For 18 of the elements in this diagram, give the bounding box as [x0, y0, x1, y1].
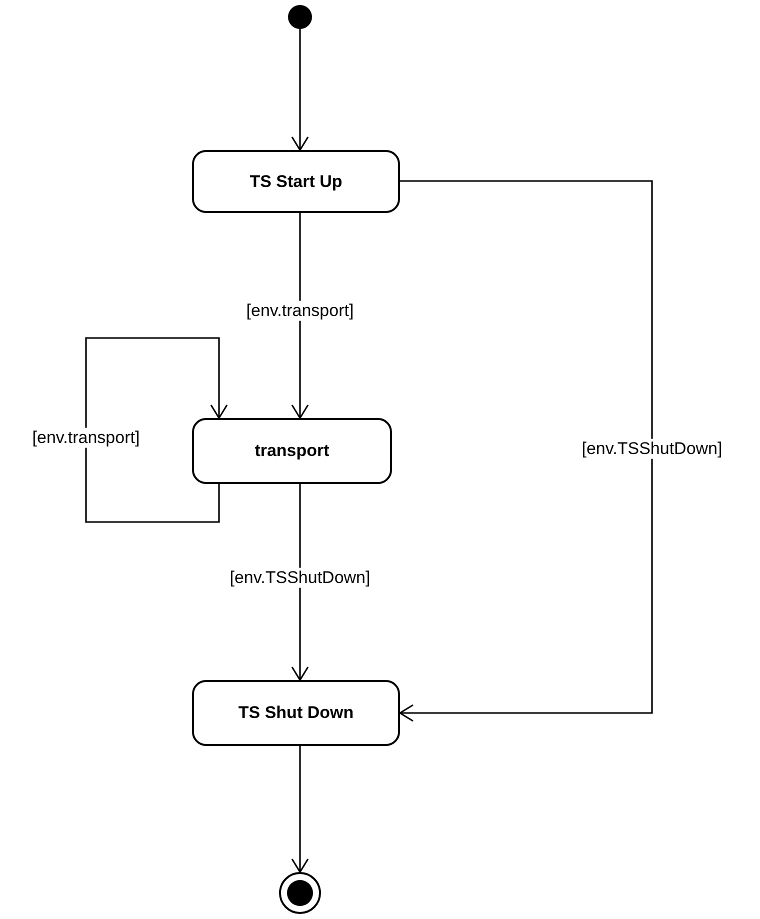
state-box — [192, 680, 400, 746]
transition-arrow — [399, 180, 653, 722]
transition-arrow — [291, 484, 309, 681]
state-box — [192, 418, 392, 484]
state-name: TS Start Up — [250, 172, 342, 192]
edge-label: [env.transport] — [245, 300, 355, 322]
edge-label: [env.TSShutDown] — [228, 568, 372, 588]
state-name: TS Shut Down — [238, 703, 354, 723]
final-state — [279, 872, 321, 914]
transition-arrow — [291, 213, 309, 419]
transition-arrow — [291, 29, 309, 151]
initial-state — [288, 5, 312, 29]
edge-label: [env.transport] — [31, 428, 141, 448]
transition-arrow — [291, 746, 309, 873]
state-box — [192, 150, 400, 213]
transition-arrow — [85, 337, 228, 523]
state-name: transport — [254, 441, 330, 461]
edge-label: [env.TSShutDown] — [580, 438, 724, 460]
